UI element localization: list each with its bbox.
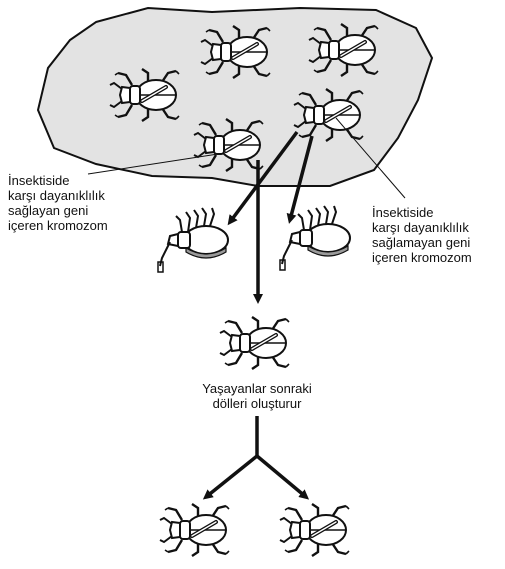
arrow-icon <box>206 456 257 497</box>
beetle-icon <box>280 504 349 556</box>
non-resistant-chromosome-label: İnsektiside karşı dayanıklılık sağlamaya… <box>372 205 472 265</box>
dead-beetle-icon <box>158 208 228 272</box>
survivors-caption: Yaşayanlar sonraki dölleri oluşturur <box>186 381 328 411</box>
beetle-icon <box>220 317 289 369</box>
resistant-chromosome-label: İnsektiside karşı dayanıklılık sağlayan … <box>8 173 108 233</box>
beetle-icon <box>160 504 229 556</box>
arrow-icon <box>257 456 306 497</box>
